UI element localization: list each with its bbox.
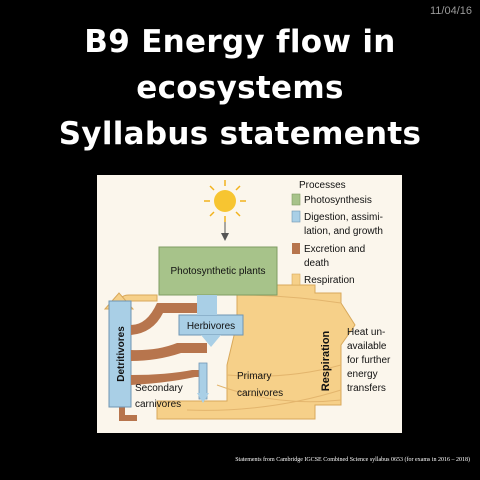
excretion-flow-carnivores: [131, 370, 207, 385]
slide-date: 11/04/16: [429, 5, 472, 17]
title-line-2: ecosystems: [136, 70, 344, 106]
legend: Processes Photosynthesis Digestion, assi…: [291, 180, 383, 286]
legend-swatch-excretion: [292, 243, 300, 254]
svg-text:available: available: [347, 341, 387, 352]
title-line-1: B9 Energy flow in: [84, 24, 396, 60]
energy-flow-diagram: Photosynthetic plants Herbivores Detriti…: [97, 175, 402, 433]
svg-text:energy: energy: [347, 369, 378, 380]
heat-text: Heat un- available for further energy tr…: [347, 327, 391, 394]
legend-heading: Processes: [299, 180, 346, 191]
respiration-flow: [156, 284, 356, 420]
legend-label-excretion-2: death: [304, 258, 329, 269]
excretion-flow-herbivores: [131, 343, 207, 361]
svg-text:transfers: transfers: [347, 383, 386, 394]
primary-carnivores-label-2: carnivores: [237, 388, 283, 399]
legend-label-photosynthesis: Photosynthesis: [304, 195, 372, 206]
excretion-flow-plants: [131, 303, 207, 335]
herbivores-label: Herbivores: [187, 321, 235, 332]
respiration-label: Respiration: [320, 330, 332, 391]
svg-text:for further: for further: [347, 355, 391, 366]
primary-carnivores-label-1: Primary: [237, 371, 271, 382]
legend-swatch-respiration: [291, 273, 301, 286]
legend-label-excretion-1: Excretion and: [304, 244, 365, 255]
secondary-carnivores-label-2: carnivores: [135, 399, 181, 410]
footer-source-note: Statements from Cambridge IGCSE Combined…: [235, 457, 470, 463]
legend-swatch-digestion: [291, 210, 301, 223]
legend-label-digestion-2: lation, and growth: [304, 226, 383, 237]
plants-box: [158, 246, 278, 296]
sun-icon: [204, 180, 246, 222]
legend-label-respiration: Respiration: [304, 275, 355, 286]
legend-label-digestion-1: Digestion, assimi-: [304, 212, 383, 223]
legend-swatch-photosynthesis: [291, 193, 301, 206]
detritivores-label: Detritivores: [116, 326, 127, 382]
title-line-3: Syllabus statements: [58, 116, 422, 152]
secondary-carnivores-label-1: Secondary: [135, 383, 183, 394]
plants-label: Photosynthetic plants: [170, 266, 265, 277]
svg-text:Heat un-: Heat un-: [347, 327, 385, 338]
